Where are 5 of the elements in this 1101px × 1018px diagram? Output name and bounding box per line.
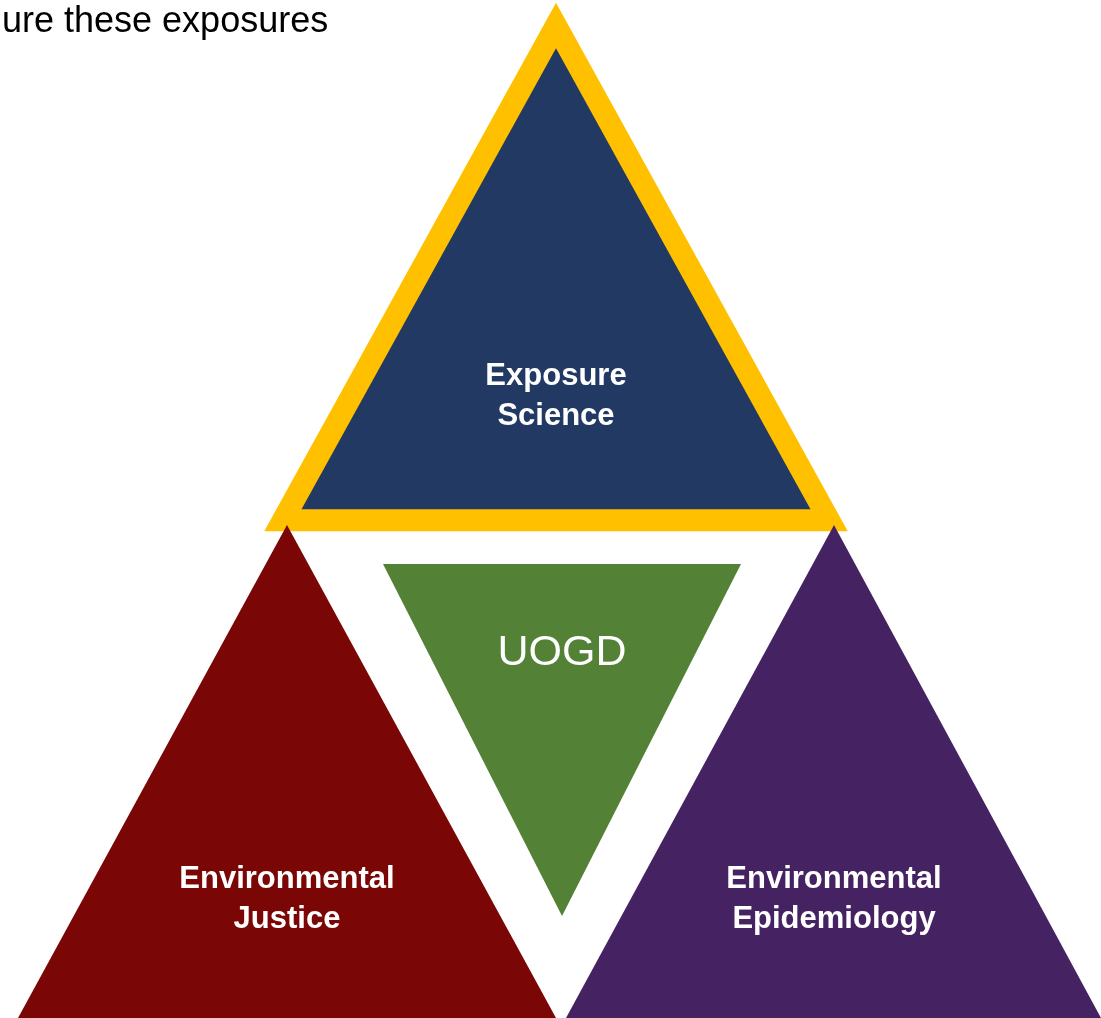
node-label: Environmental Justice [178, 858, 396, 937]
node-label: UOGD [496, 625, 628, 677]
node-label: Environmental Epidemiology [725, 858, 943, 937]
heading-text: ure these exposures [2, 0, 329, 40]
node-label: Exposure Science [484, 355, 628, 434]
